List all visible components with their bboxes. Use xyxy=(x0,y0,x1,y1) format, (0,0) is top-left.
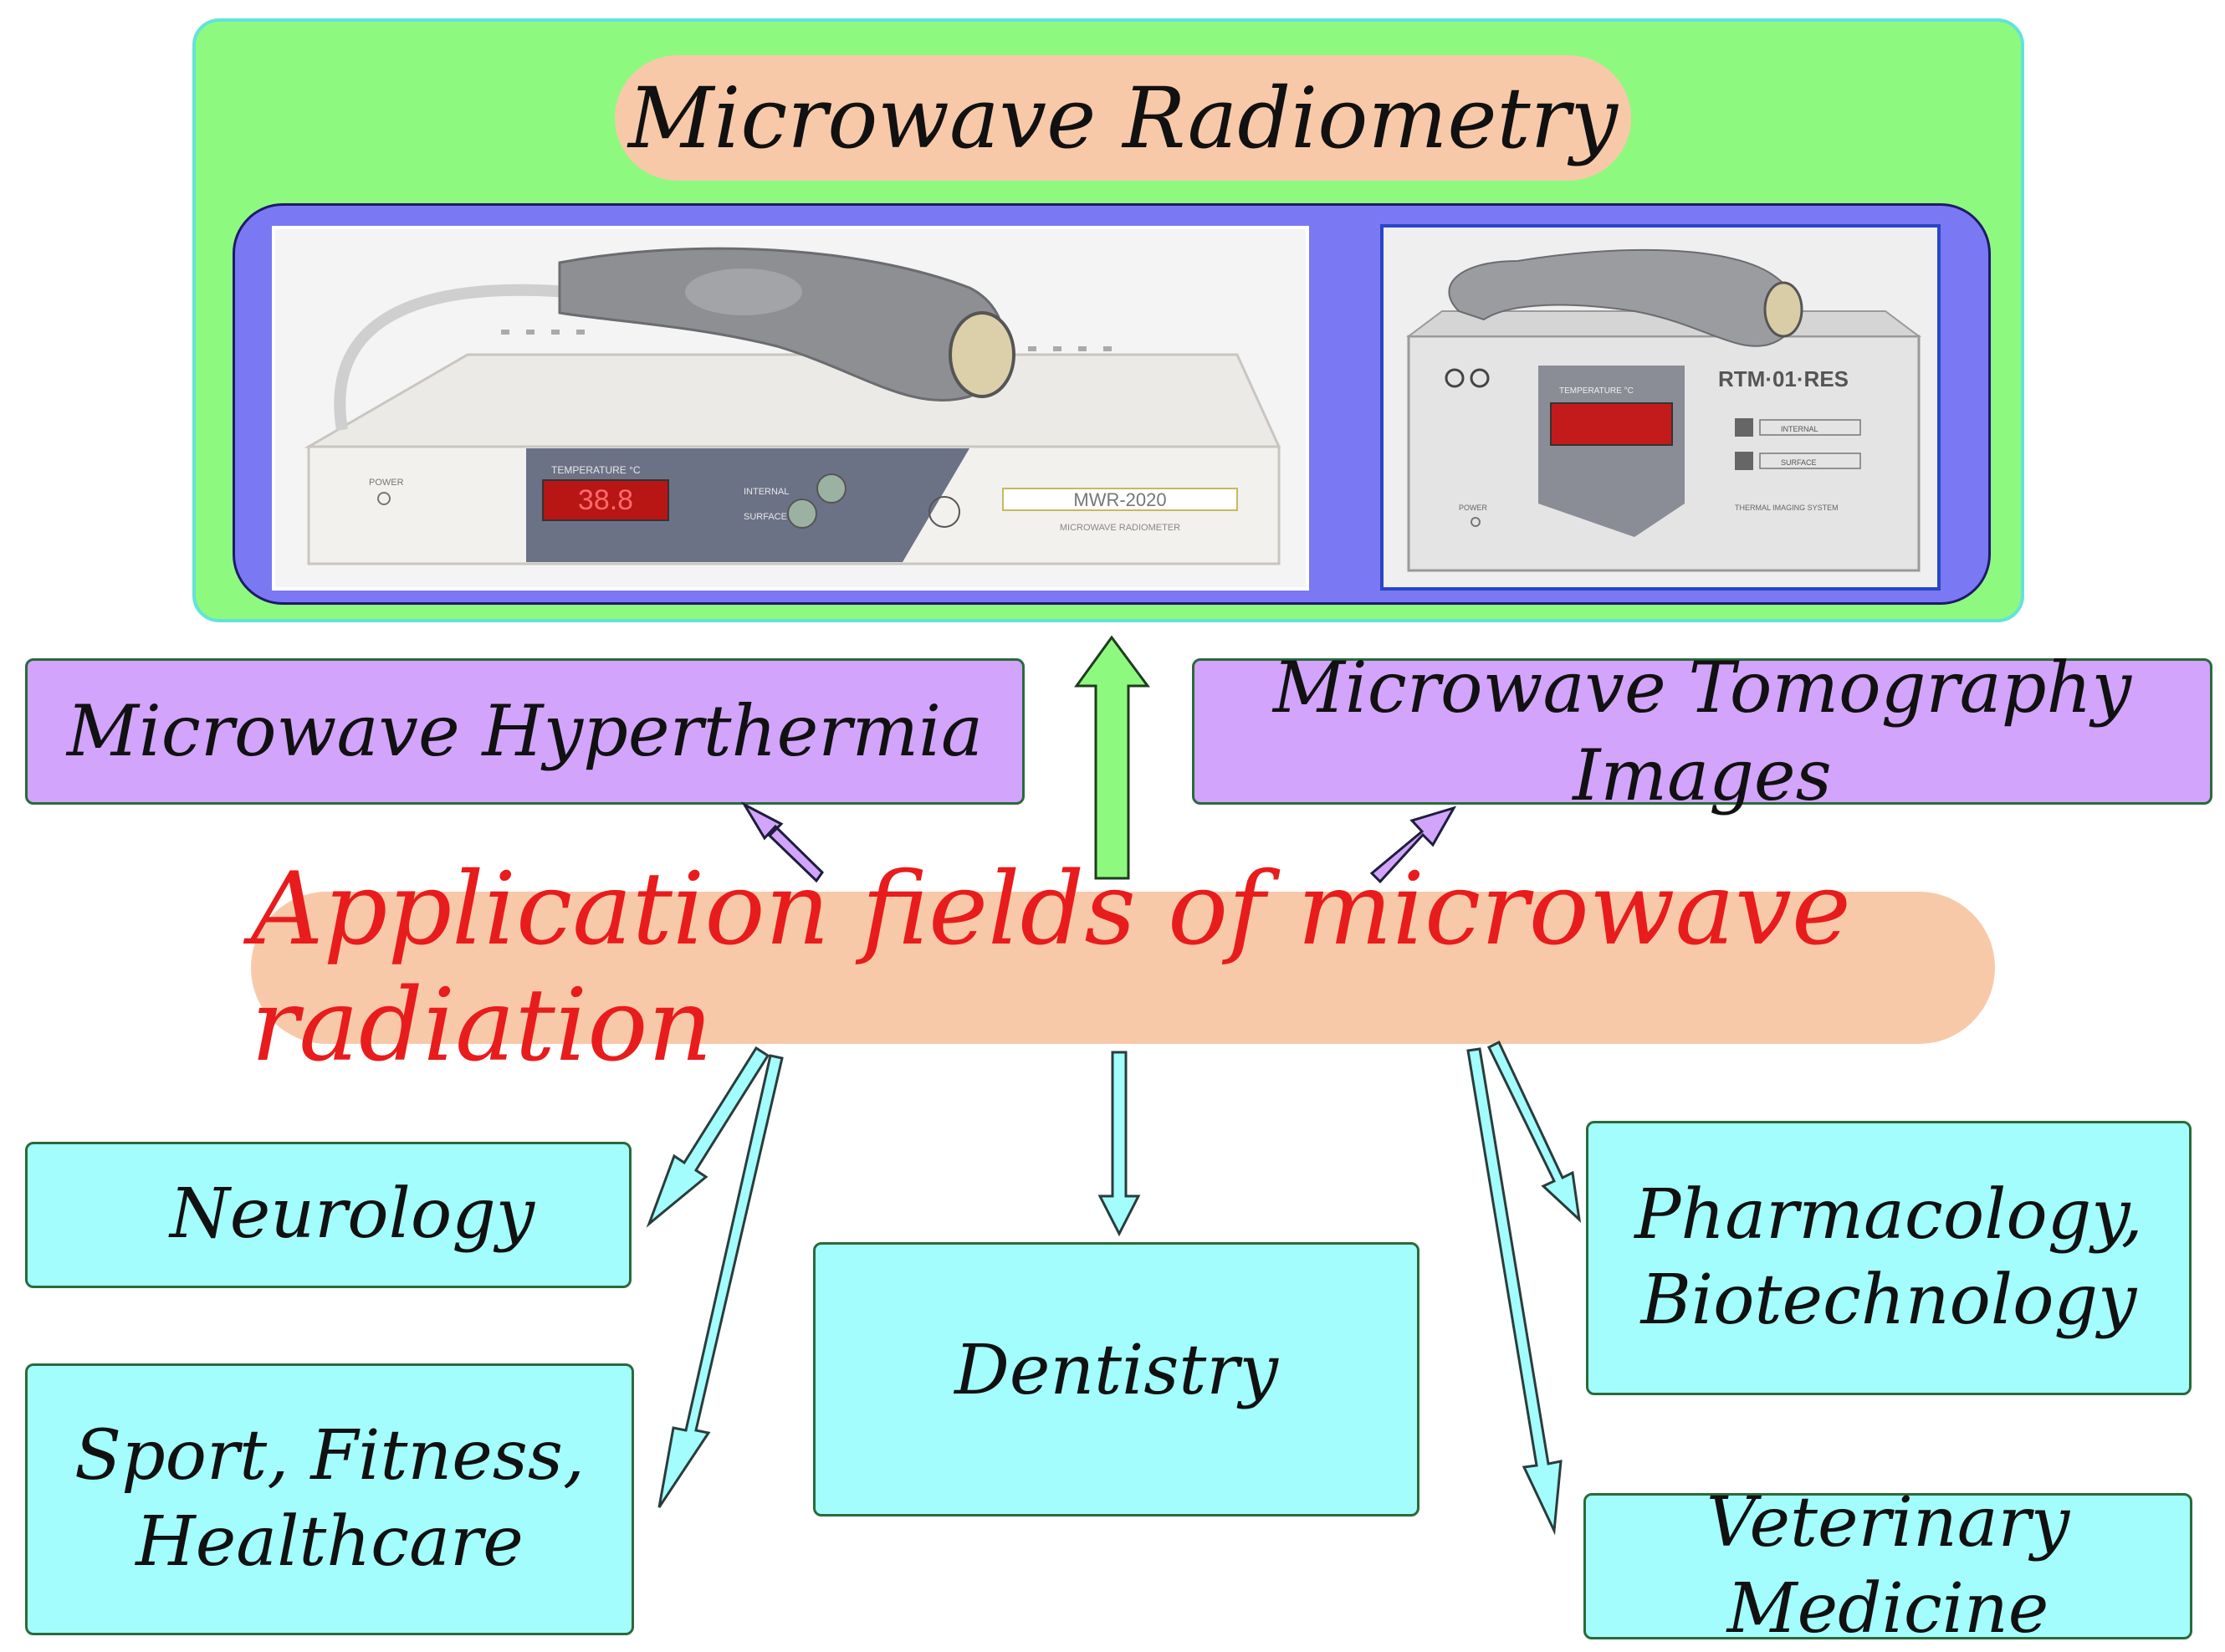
pharmacology-label-line2: Biotechnology xyxy=(1640,1261,2137,1340)
rtm-surface-label: SURFACE xyxy=(1781,458,1817,467)
pharmacology-label-line1: Pharmacology, xyxy=(1634,1174,2143,1255)
display-digits: 38.8 xyxy=(578,484,633,516)
sport-label-line2: Healthcare xyxy=(136,1501,524,1582)
veterinary-label: Veterinary Medicine xyxy=(1706,1483,2070,1649)
sport-label-line1: Sport, Fitness, xyxy=(74,1416,585,1496)
arrow-to-neurology xyxy=(646,1046,770,1228)
rtm-probe-head xyxy=(1763,281,1803,338)
dentistry-label: Dentistry xyxy=(954,1331,1278,1410)
model-plate xyxy=(1002,488,1238,511)
microwave-hyperthermia-box: Microwave Hyperthermia xyxy=(25,658,1025,805)
rtm-subtitle: THERMAL IMAGING SYSTEM xyxy=(1735,504,1839,512)
arrow-to-hyperthermia xyxy=(740,801,824,883)
rtm-power-label: POWER xyxy=(1459,504,1488,512)
internal-button xyxy=(816,473,847,504)
surface-label: SURFACE xyxy=(744,512,787,522)
probe-cable xyxy=(334,284,569,432)
arrow-to-tomography xyxy=(1369,806,1457,884)
device-control-strip xyxy=(526,448,969,562)
neurology-box: Neurology xyxy=(25,1142,632,1288)
microwave-hyperthermia-label: Microwave Hyperthermia xyxy=(66,690,984,772)
arrow-to-veterinary xyxy=(1466,1047,1563,1536)
arrow-to-pharmacology xyxy=(1487,1040,1582,1223)
rtm-internal-label: INTERNAL xyxy=(1781,425,1818,433)
rtm-surface-button xyxy=(1735,452,1753,470)
vent-dots xyxy=(501,330,1112,351)
rtm-internal-button xyxy=(1735,418,1753,437)
model-name: MWR-2020 xyxy=(1073,489,1166,510)
arrow-to-radiometry xyxy=(1074,635,1150,880)
device-photo-rtm01: TEMPERATURE °C INTERNAL SURFACE RTM·01·R… xyxy=(1380,224,1941,591)
power-label: POWER xyxy=(369,478,404,488)
internal-label: INTERNAL xyxy=(744,487,789,497)
rtm-temperature-label: TEMPERATURE °C xyxy=(1559,386,1634,396)
rtm01-illustration: TEMPERATURE °C INTERNAL SURFACE RTM·01·R… xyxy=(1406,248,1921,572)
pharmacology-box: Pharmacology, Biotechnology xyxy=(1586,1121,2192,1395)
surface-button xyxy=(787,499,817,529)
radiometry-title: Microwave Radiometry xyxy=(615,55,1631,181)
dentistry-box: Dentistry xyxy=(813,1242,1419,1516)
microwave-tomography-box: Microwave Tomography Images xyxy=(1192,647,2212,816)
rtm-temperature-display xyxy=(1550,402,1673,446)
neurology-label: Neurology xyxy=(170,1174,535,1255)
rtm-model-name: RTM·01·RES xyxy=(1718,366,1849,391)
arrow-to-sport xyxy=(657,1054,784,1508)
temperature-label: TEMPERATURE °C xyxy=(551,464,641,476)
veterinary-box: Veterinary Medicine xyxy=(1583,1483,2192,1649)
power-button xyxy=(377,492,391,505)
probe-head xyxy=(949,311,1015,398)
rtm-logo-icon xyxy=(1445,368,1465,388)
probe-grip xyxy=(685,269,802,315)
sport-fitness-box: Sport, Fitness, Healthcare xyxy=(25,1363,634,1635)
model-subtitle: MICROWAVE RADIOMETER xyxy=(1060,523,1180,533)
rtm-power-button xyxy=(1471,517,1481,527)
temperature-display xyxy=(542,479,669,521)
device-photo-mwr2020: 38.8 TEMPERATURE °C INTERNAL SURFACE POW… xyxy=(272,226,1309,591)
microwave-tomography-label: Microwave Tomography Images xyxy=(1272,646,2132,816)
rtm-emblem-icon xyxy=(1470,368,1490,388)
device-logo-icon xyxy=(928,496,960,528)
arrow-to-dentistry xyxy=(1097,1051,1141,1237)
mwr2020-illustration: 38.8 TEMPERATURE °C INTERNAL SURFACE POW… xyxy=(304,247,1281,565)
